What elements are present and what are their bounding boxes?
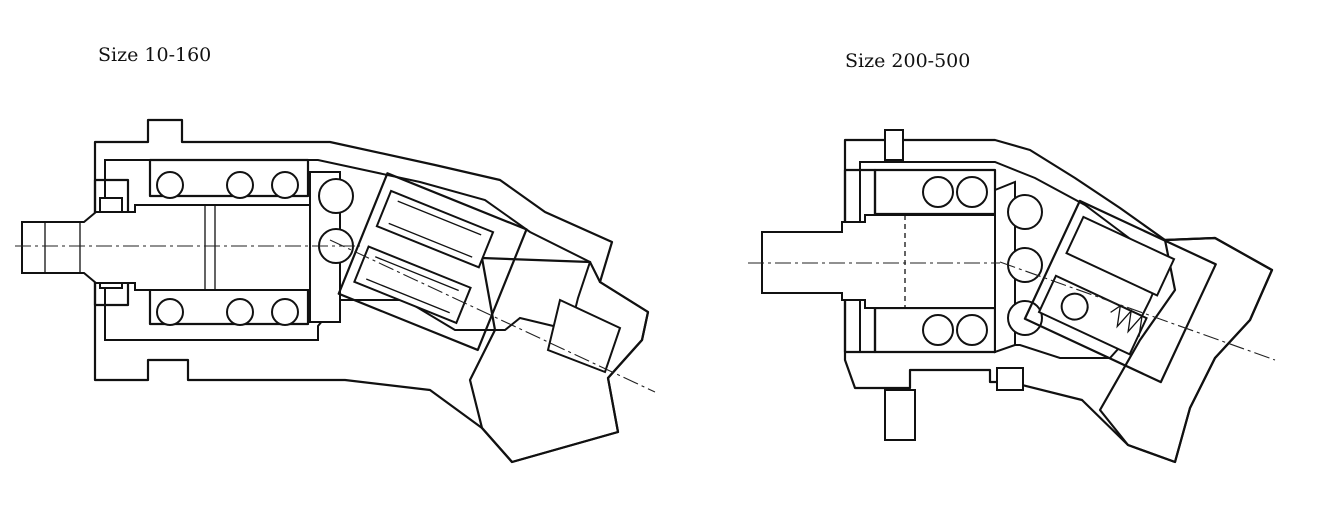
pump-section-drawing-small — [15, 118, 656, 464]
bearing-ball — [226, 171, 254, 199]
bearing-outer-ring-top — [148, 158, 310, 198]
piston-ball-head — [1007, 194, 1043, 230]
bearing-ball — [922, 314, 954, 346]
caption-size-200-500: Size 200-500 — [845, 50, 971, 72]
port-plate — [468, 256, 650, 464]
drive-shaft — [761, 214, 996, 309]
bearing-ball — [922, 176, 954, 208]
piston-ball — [1060, 292, 1089, 321]
caption-size-10-160: Size 10-160 — [98, 44, 212, 66]
bearing-ball — [956, 314, 988, 346]
bearing-ball — [156, 298, 184, 326]
bearing-ball — [156, 171, 184, 199]
bearing-ball — [271, 298, 299, 326]
cylinder-block — [1023, 199, 1217, 384]
cylinder-block — [337, 172, 528, 352]
mounting-lug — [884, 389, 916, 441]
port-plate — [1098, 236, 1274, 464]
piston-ball-head — [1007, 247, 1043, 283]
mounting-screw — [884, 129, 904, 161]
bearing-ball — [226, 298, 254, 326]
bearing-ball — [956, 176, 988, 208]
bearing-ball — [271, 171, 299, 199]
piston-ball-head — [318, 178, 354, 214]
